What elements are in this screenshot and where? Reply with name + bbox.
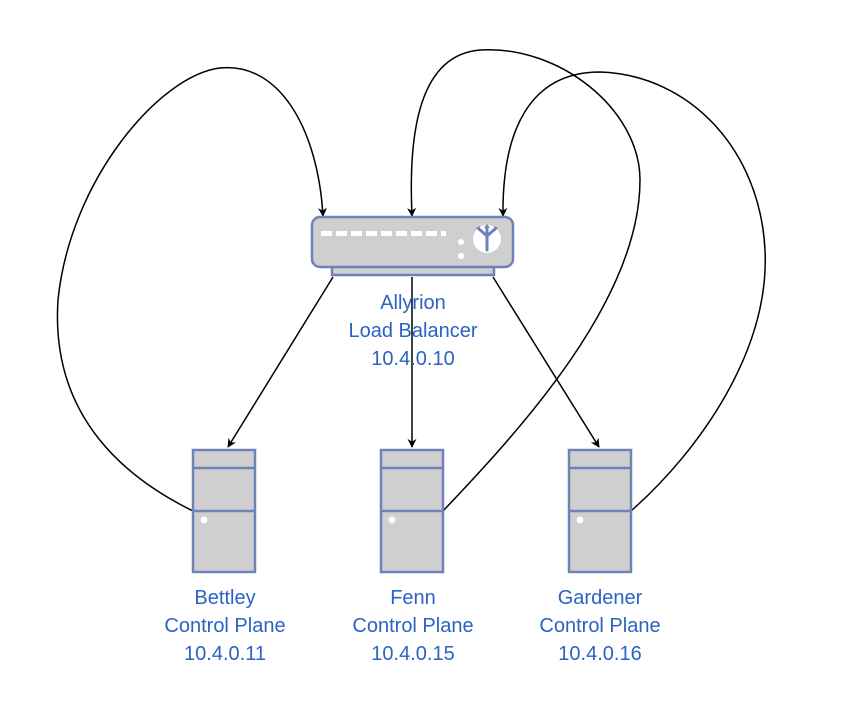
- node-ip: 10.4.0.10: [371, 348, 455, 370]
- node-name: Gardener: [557, 587, 643, 609]
- edge-fenn-to-lb: [407, 49, 641, 512]
- node-ip: 10.4.0.11: [184, 643, 266, 665]
- node-role: Control Plane: [164, 615, 286, 637]
- server-icon: [191, 448, 257, 574]
- load-balancer-label: Allyrion Load Balancer 10.4.0.10: [313, 289, 513, 373]
- node-ip: 10.4.0.15: [371, 643, 455, 665]
- load-balancer-icon: [310, 215, 515, 277]
- edge-lb-to-gardener: [492, 276, 600, 448]
- node-name: Allyrion: [380, 292, 446, 314]
- server-icon: [379, 448, 445, 574]
- edge-gardener-to-lb: [498, 71, 766, 512]
- server-icon: [567, 448, 633, 574]
- node-name: Bettley: [194, 587, 256, 609]
- node-name: Fenn: [390, 587, 436, 609]
- node-role: Load Balancer: [348, 320, 478, 342]
- edge-bettley-to-lb: [56, 67, 328, 512]
- edge-lb-to-bettley: [227, 276, 334, 448]
- bettley-label: Bettley Control Plane 10.4.0.11: [125, 584, 325, 668]
- node-role: Control Plane: [539, 615, 661, 637]
- gardener-label: Gardener Control Plane 10.4.0.16: [500, 584, 700, 668]
- node-role: Control Plane: [352, 615, 474, 637]
- split-arrows-icon: [473, 224, 501, 253]
- node-ip: 10.4.0.16: [558, 643, 642, 665]
- fenn-label: Fenn Control Plane 10.4.0.15: [313, 584, 513, 668]
